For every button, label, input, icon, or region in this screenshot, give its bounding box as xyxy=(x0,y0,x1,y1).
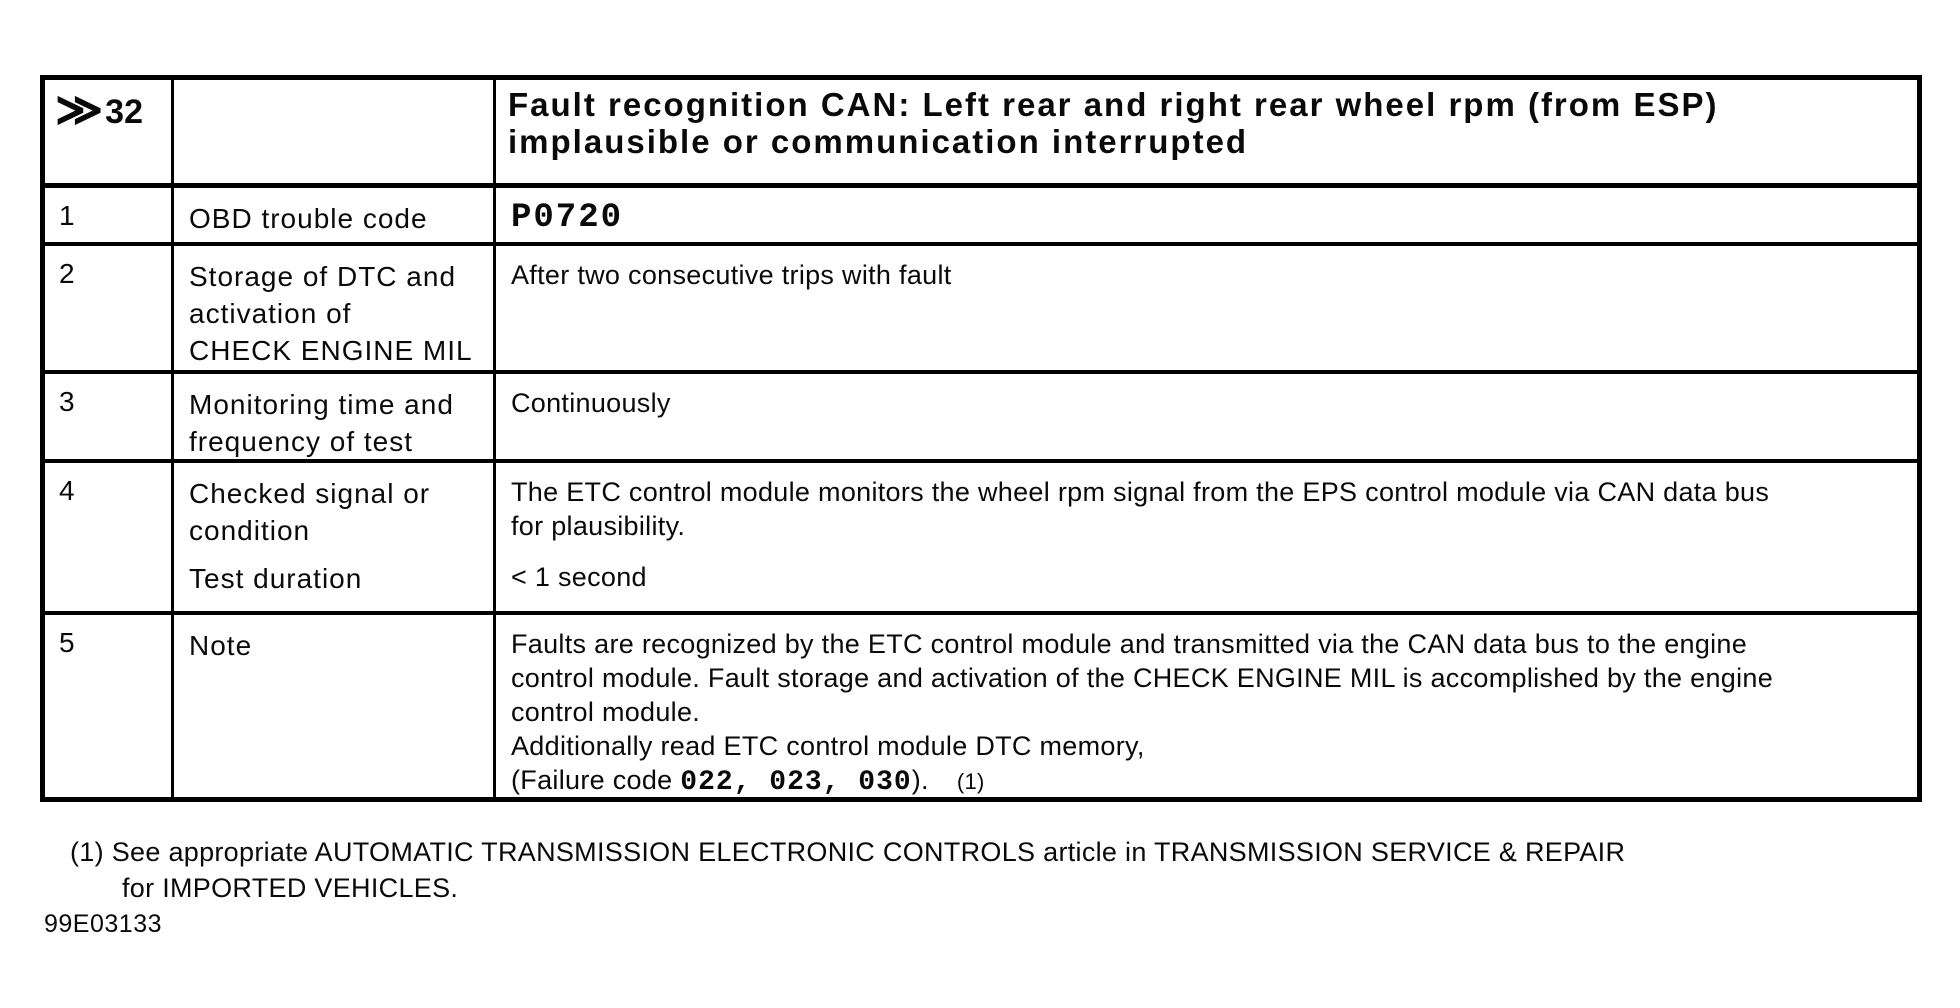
failure-code-suffix: ). xyxy=(911,765,929,795)
row-content: The ETC control module monitors the whee… xyxy=(493,459,1917,611)
row-label-line: frequency of test xyxy=(189,426,414,457)
row-content: Continuously xyxy=(493,370,1917,459)
header-empty-cell xyxy=(171,80,493,183)
footnote-reference: (1) xyxy=(956,769,985,794)
row-label-line: CHECK ENGINE MIL xyxy=(189,335,473,366)
failure-code-values: 022, 023, 030 xyxy=(680,767,912,797)
document-number: 99E03133 xyxy=(44,910,163,938)
row-content-line: After two consecutive trips with fault xyxy=(511,260,952,290)
row-label-line: Storage of DTC and xyxy=(189,261,457,292)
row-content-line: Additionally read ETC control module DTC… xyxy=(511,731,1145,761)
row-number: 1 xyxy=(45,183,171,242)
fault-title-line-1: Fault recognition CAN: Left rear and rig… xyxy=(508,86,1719,123)
row-content-line: Faults are recognized by the ETC control… xyxy=(511,629,1748,659)
row-content-line: control module. Fault storage and activa… xyxy=(511,663,1774,693)
row-label-line: Note xyxy=(189,630,253,661)
row-label: OBD trouble code xyxy=(171,183,493,242)
footnote-line-1: (1) See appropriate AUTOMATIC TRANSMISSI… xyxy=(70,837,1626,867)
fault-title-cell: Fault recognition CAN: Left rear and rig… xyxy=(493,80,1917,183)
row-content: Faults are recognized by the ETC control… xyxy=(493,611,1917,797)
row-content: P0720 xyxy=(493,183,1917,242)
row-label-line: Monitoring time and xyxy=(189,389,454,420)
row-content-line: control module. xyxy=(511,697,701,727)
fault-number: 32 xyxy=(105,93,143,131)
row-content: After two consecutive trips with fault xyxy=(493,242,1917,370)
row-number: 3 xyxy=(45,370,171,459)
row-label-line: condition xyxy=(189,515,311,546)
dtc-fault-table: ≫ 32 Fault recognition CAN: Left rear an… xyxy=(40,75,1922,802)
chevron-right-icon: ≫ xyxy=(55,83,103,135)
row-content-line: for plausibility. xyxy=(511,511,686,541)
failure-code-line: (Failure code 022, 023, 030). (1) xyxy=(511,763,1917,797)
test-duration-label: Test duration xyxy=(189,563,363,594)
row-label: Monitoring time and frequency of test xyxy=(171,370,493,459)
footnote-line-2: for IMPORTED VEHICLES. xyxy=(122,873,459,903)
row-label: Storage of DTC and activation of CHECK E… xyxy=(171,242,493,370)
fault-title-line-2: implausible or communication interrupted xyxy=(508,123,1249,160)
row-number: 2 xyxy=(45,242,171,370)
row-label: Note xyxy=(171,611,493,797)
fault-index-cell: ≫ 32 xyxy=(45,80,171,183)
footnote: (1) See appropriate AUTOMATIC TRANSMISSI… xyxy=(70,834,1625,906)
row-content-line: The ETC control module monitors the whee… xyxy=(511,477,1770,507)
failure-code-prefix: (Failure code xyxy=(511,765,681,795)
obd-trouble-code-value: P0720 xyxy=(511,199,624,237)
row-label: Checked signal or condition Test duratio… xyxy=(171,459,493,611)
row-label-line: activation of xyxy=(189,298,352,329)
row-number: 5 xyxy=(45,611,171,797)
row-number: 4 xyxy=(45,459,171,611)
test-duration-value: < 1 second xyxy=(511,562,647,592)
row-label-line: Checked signal or xyxy=(189,478,431,509)
row-content-line: Continuously xyxy=(511,388,671,418)
row-label-line: OBD trouble code xyxy=(189,203,428,234)
